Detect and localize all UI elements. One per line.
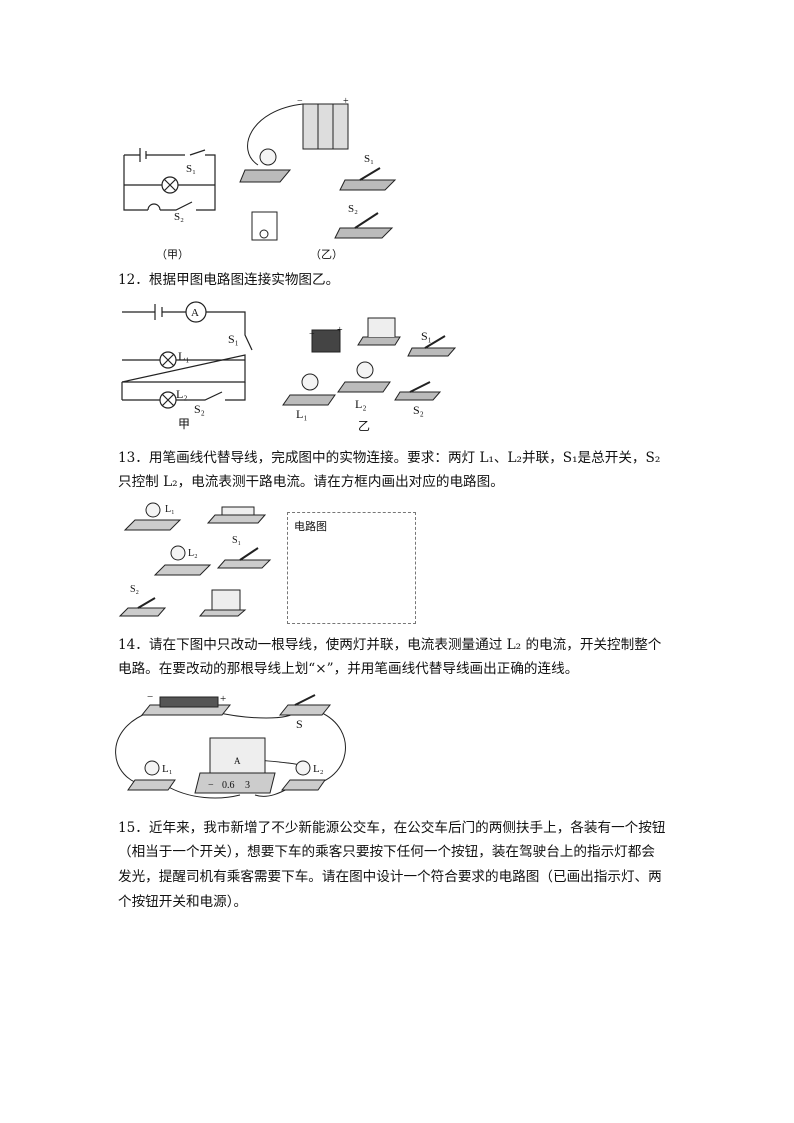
question-13-line-2: 只控制 L₂，电流表测干路电流。请在方框内画出对应的电路图。 — [118, 474, 504, 490]
question-15-line-1: 15．近年来，我市新增了不少新能源公交车，在公交车后门的两侧扶手上，各装有一个按… — [118, 820, 666, 836]
ammeter-label: A — [191, 307, 199, 319]
figure-11-circuit-diagram: S₁ S₂ （甲） − + S₁ S₂ （乙） — [123, 96, 397, 261]
s2-label: S₂ — [413, 403, 424, 417]
terminal-minus: − — [208, 780, 214, 791]
minus-terminal: − — [147, 691, 153, 703]
minus-terminal: − — [297, 96, 303, 107]
plus-terminal: + — [220, 693, 226, 705]
question-12-text: 12．根据甲图电路图连接实物图乙。 — [118, 272, 340, 288]
question-14-line-2: 电路。在要改动的那根导线上划“×”，并用笔画线代替导线画出正确的连线。 — [118, 661, 579, 677]
svg-text:−: − — [309, 329, 315, 340]
figure-13-components: L₁ L₂ S₁ S₂ — [118, 502, 272, 617]
l2-label: L₂ — [355, 397, 367, 411]
question-15-line-2: （相当于一个开关），想要下车的乘客只要按下任何一个按钮，装在驾驶台上的指示灯都会 — [118, 844, 655, 860]
s2-label: S₂ — [174, 211, 184, 223]
question-14-line-1: 14．请在下图中只改动一根导线，使两灯并联，电流表测量通过 L₂ 的电流，开关控… — [118, 637, 662, 653]
figure-yi-caption: 乙 — [358, 419, 370, 433]
switch-label: S — [296, 717, 303, 731]
l1-label: L₁ — [296, 407, 308, 421]
s2-label: S₂ — [130, 584, 139, 595]
figure-14-circuit: − + S A − 0.6 3 L₁ L₂ — [115, 691, 346, 799]
s1-label: S₁ — [364, 153, 374, 165]
l2-label: L₂ — [313, 763, 324, 775]
l1-label: L₁ — [165, 504, 175, 515]
s1-label: S₁ — [228, 332, 239, 346]
circuit-drawing-box[interactable]: 电路图 — [287, 512, 416, 624]
s2-label: S₂ — [194, 402, 205, 416]
terminal-3: 3 — [245, 780, 250, 791]
question-13-line-1: 13．用笔画线代替导线，完成图中的实物连接。要求：两灯 L₁、L₂并联，S₁是总… — [118, 450, 661, 466]
terminal-0-6: 0.6 — [222, 780, 235, 791]
l2-label: L₂ — [188, 548, 198, 559]
l2-label: L₂ — [176, 387, 188, 401]
s1-label: S₁ — [186, 163, 196, 175]
l1-label: L₁ — [178, 349, 190, 363]
figure-12-circuit: A S₁ L₁ L₂ S₂ 甲 − + S₁ L₁ L₂ S₂ 乙 — [121, 301, 457, 433]
ammeter-label: A — [234, 756, 241, 766]
figure-jia-caption: （甲） — [156, 248, 189, 261]
s1-label: S₁ — [421, 329, 432, 343]
plus-terminal: + — [343, 96, 349, 107]
question-15-line-4: 个按钮开关和电源）。 — [118, 894, 248, 910]
box-label: 电路图 — [294, 520, 327, 533]
figure-jia-caption: 甲 — [178, 417, 190, 431]
svg-text:+: + — [337, 325, 343, 336]
question-15-line-3: 发光，提醒司机有乘客需要下车。请在图中设计一个符合要求的电路图（已画出指示灯、两 — [118, 869, 662, 885]
l1-label: L₁ — [162, 763, 173, 775]
figure-yi-caption: （乙） — [310, 248, 343, 261]
s1-label: S₁ — [232, 535, 241, 546]
s2-label: S₂ — [348, 203, 358, 215]
